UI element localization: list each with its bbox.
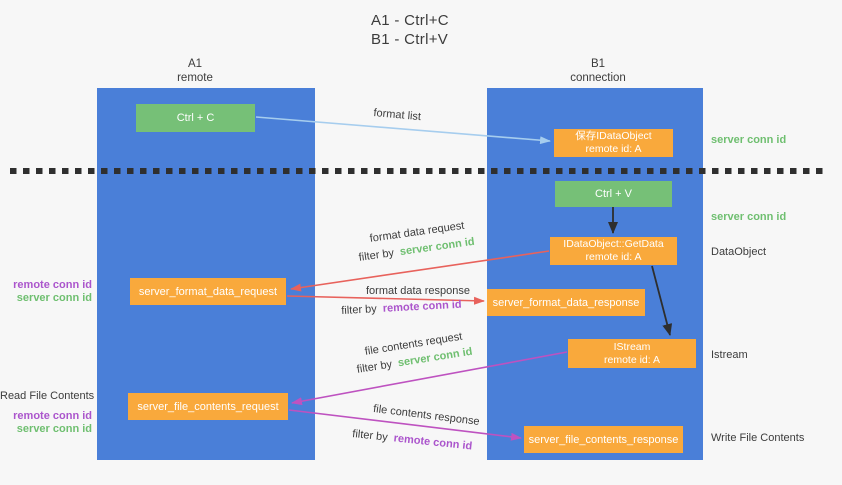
arrow-format-data-response (286, 295, 485, 305)
arrow-getdata-to-istream (651, 265, 673, 336)
arrow-format-list (255, 116, 551, 145)
diagram-title: A1 - Ctrl+C B1 - Ctrl+V (371, 11, 449, 49)
left-label-server-conn-id-format: server conn id (16, 292, 92, 304)
node-ctrl-c-label: Ctrl + C (176, 112, 215, 124)
right-label-server-conn-id-mid: server conn id (711, 211, 787, 223)
title-line-1: A1 - Ctrl+C (371, 12, 449, 29)
lifeline-a1-name: A1 (187, 58, 203, 70)
lifeline-b1-role: connection (570, 72, 626, 84)
left-label-remote-conn-id-format: remote conn id (13, 279, 92, 291)
node-ctrl-v: Ctrl + V (555, 181, 672, 207)
title-line-2: B1 - Ctrl+V (371, 31, 449, 48)
filter-prefix: filter by (341, 302, 381, 317)
left-label-remote-conn-id-file: remote conn id (13, 410, 92, 422)
right-label-dataobject: DataObject (711, 246, 767, 258)
node-ctrl-c: Ctrl + C (136, 104, 255, 132)
right-label-server-conn-id-top: server conn id (711, 134, 787, 146)
left-label-server-conn-id-file: server conn id (16, 423, 92, 435)
node-idataobject-getdata-line2: remote id: A (585, 251, 642, 263)
node-server-file-contents-response: server_file_contents_response (524, 426, 683, 453)
lifeline-header-a1: A1 remote (86, 57, 304, 85)
node-save-idataobject-line2: remote id: A (585, 143, 642, 155)
node-server-format-data-request-label: server_format_data_request (138, 285, 278, 298)
node-save-idataobject: 保存IDataObject remote id: A (554, 129, 673, 157)
node-save-idataobject-line1: 保存IDataObject (575, 130, 652, 142)
arrow-file-contents-request (291, 351, 568, 406)
node-istream: IStream remote id: A (568, 339, 696, 368)
node-server-format-data-request: server_format_data_request (130, 278, 286, 305)
flow-label-format-data-response: format data response (366, 285, 470, 297)
node-server-file-contents-request-label: server_file_contents_request (137, 400, 279, 413)
node-istream-line2: remote id: A (603, 353, 661, 366)
node-server-file-contents-request: server_file_contents_request (128, 393, 288, 420)
arrow-format-data-request (290, 250, 550, 292)
arrow-file-contents-response (288, 409, 522, 441)
lifeline-b1-name: B1 (590, 58, 606, 70)
right-label-istream: Istream (711, 349, 748, 361)
node-istream-line1: IStream (613, 340, 651, 353)
node-server-file-contents-response-label: server_file_contents_response (528, 433, 679, 446)
lifeline-header-b1: B1 connection (490, 57, 706, 85)
node-server-format-data-response: server_format_data_response (487, 289, 645, 316)
node-idataobject-getdata-line1: IDataObject::GetData (563, 238, 664, 250)
left-label-read-file-contents: Read File Contents (0, 390, 95, 402)
right-label-write-file-contents: Write File Contents (711, 432, 805, 444)
node-ctrl-v-label: Ctrl + V (595, 188, 632, 200)
lifeline-a1-role: remote (177, 72, 213, 84)
node-idataobject-getdata: IDataObject::GetData remote id: A (550, 237, 677, 265)
node-server-format-data-response-label: server_format_data_response (492, 296, 640, 309)
